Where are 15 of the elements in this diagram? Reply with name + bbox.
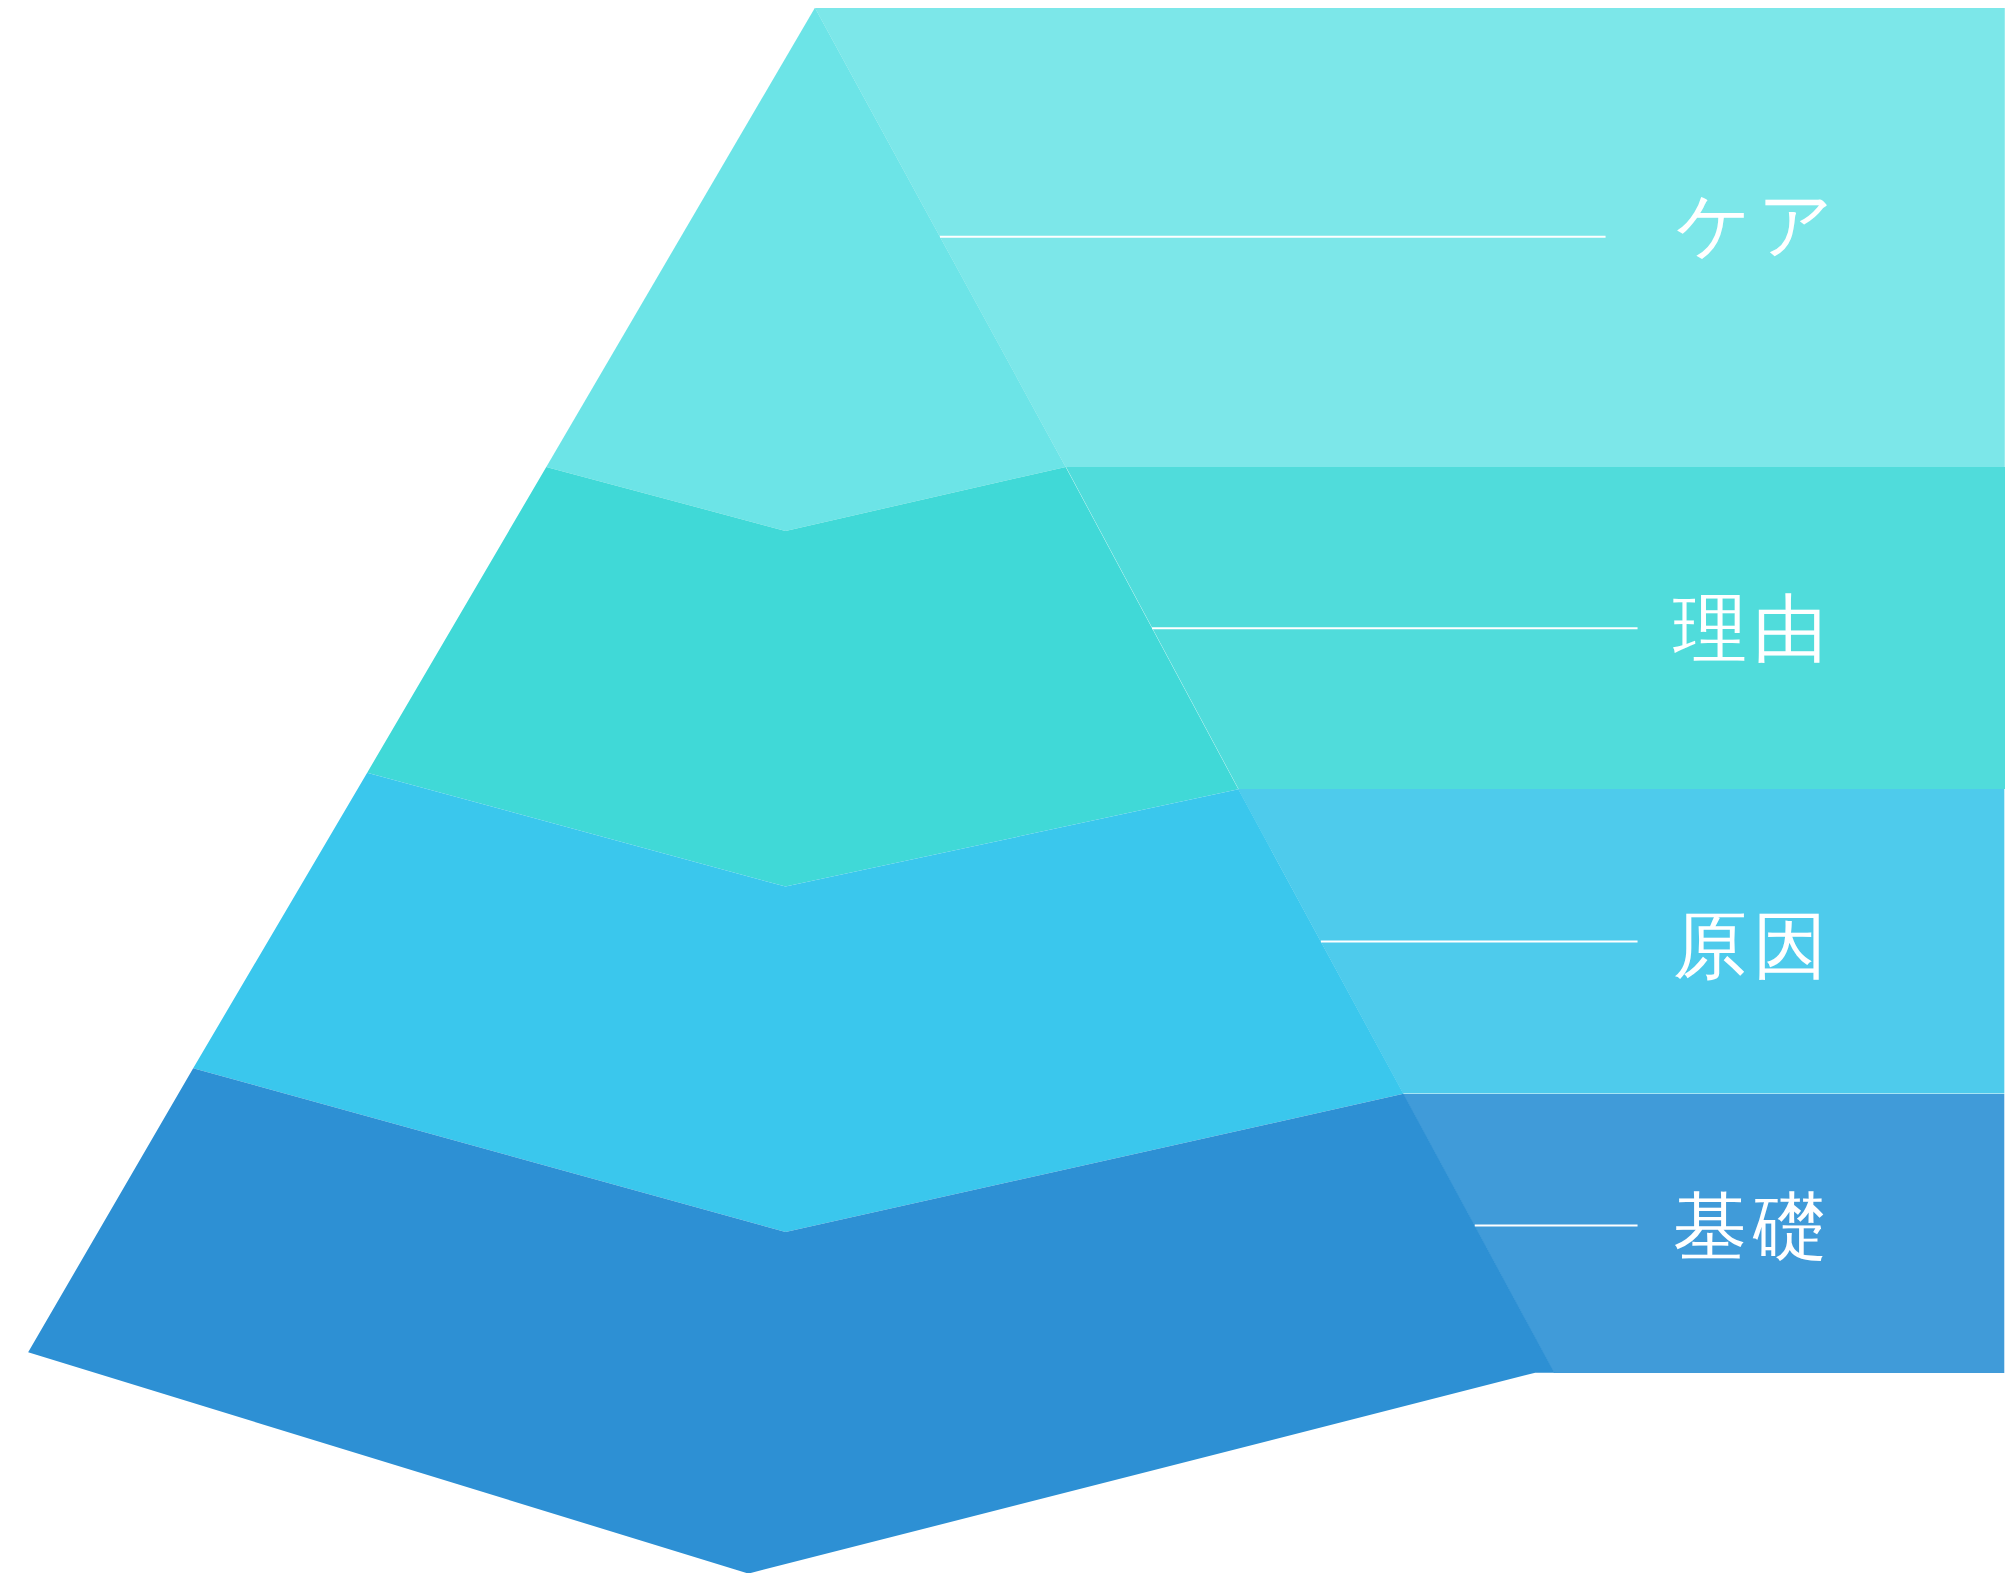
level-band xyxy=(814,7,2005,467)
pyramid-top-layer xyxy=(546,7,1066,531)
pyramid-layer xyxy=(367,466,1239,887)
level-label: 理由 xyxy=(1673,591,1834,666)
level-band xyxy=(1238,789,2005,1094)
level-label: 原因 xyxy=(1673,908,1834,983)
leader-line xyxy=(1473,1224,1639,1227)
leader-line xyxy=(1151,627,1639,630)
leader-line xyxy=(938,235,1607,238)
pyramid-layer xyxy=(193,772,1404,1232)
leader-line xyxy=(1319,940,1639,943)
level-band xyxy=(1403,1093,2005,1373)
pyramid-layer xyxy=(28,1068,1555,1573)
level-label: 基礎 xyxy=(1673,1188,1834,1263)
level-label: ケア xyxy=(1675,186,1840,261)
